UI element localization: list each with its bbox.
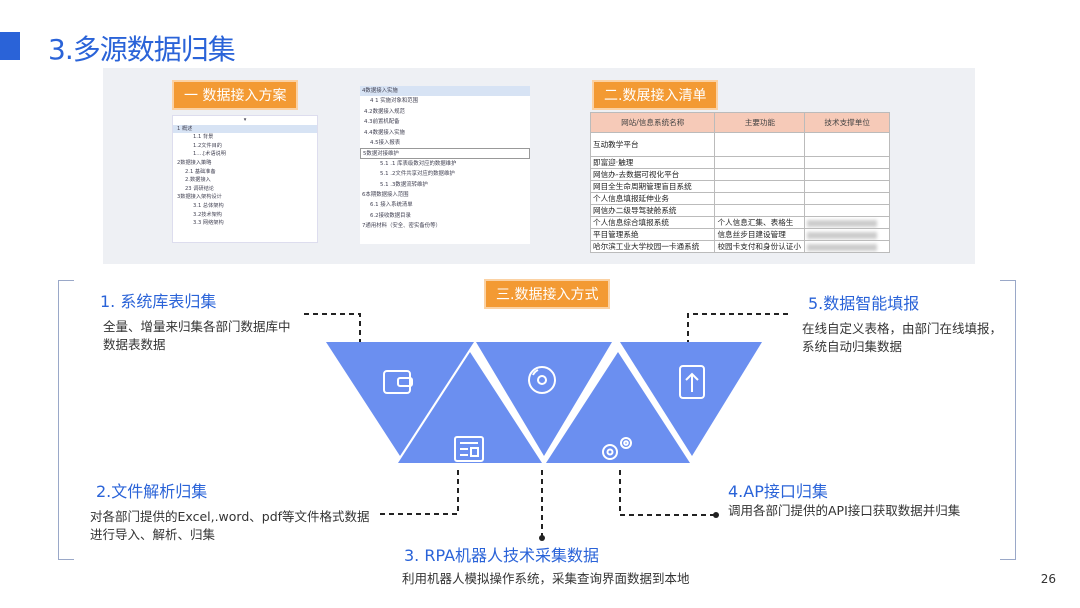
access-list-tag: 二.数展接入清单: [592, 80, 719, 110]
tree-row[interactable]: 6.2接收数据目录: [370, 212, 411, 219]
table-cell: 信息丝步目建设管理: [714, 228, 806, 241]
method-5-title: 5.数据智能填报: [808, 294, 920, 313]
tree-row[interactable]: 4.5接入报表: [370, 139, 401, 146]
method-4-title: 4.AP接口归集: [728, 482, 828, 501]
access-method-tag: 三.数据接入方式: [484, 279, 611, 309]
tree-row[interactable]: 3数据接入架构设计: [177, 194, 222, 201]
tree-row[interactable]: 4.3前置机配备: [364, 119, 400, 126]
table-cell: 校园卡支付和身份认证小: [714, 240, 806, 253]
wallet-icon: [383, 370, 413, 394]
upload-document-icon: [679, 365, 705, 399]
table-row: 网信办-去数据可视化平台: [589, 168, 890, 181]
method-1-desc: 全量、增量来归集各部门数据库中数据表数据: [103, 319, 291, 352]
page-title: 3.多源数据归集: [48, 33, 236, 66]
table-row: 平目管理系绝 信息丝步目建设管理: [589, 228, 890, 241]
tree-row[interactable]: 3.1 总体架构: [193, 202, 224, 209]
triangle-smart-fill: [620, 342, 762, 456]
tree-row[interactable]: 1.1 背景: [193, 134, 214, 141]
column-header: 技术支撑单位: [804, 112, 890, 133]
method-2-title: 2.文件解析归集: [96, 482, 208, 501]
table-cell: 哈尔滨工业大学校园一卡通系统: [589, 240, 716, 253]
tree-row[interactable]: 1.…[术语说明: [193, 151, 226, 158]
right-bracket: [1000, 280, 1016, 560]
tree-row[interactable]: 2.1 基础准备: [185, 168, 216, 175]
connector-line: [380, 470, 459, 515]
table-cell: 个人信息填报延伸业务: [589, 192, 716, 205]
tree-row[interactable]: 1 概述: [173, 124, 317, 134]
tree-row[interactable]: 23 调研结论: [185, 185, 214, 192]
tree-row[interactable]: 7通用材料（安全、密实备份等）: [362, 223, 441, 230]
plan-tree-view: ▾ 1 概述 1.1 背景 1.2文件目的 1.…[术语说明 2数据接入策略 2…: [172, 115, 318, 243]
tree-row[interactable]: 4 1 实施对象和范围: [370, 98, 419, 105]
tree-row[interactable]: 3.2技术架构: [193, 211, 222, 218]
connector-line: [687, 313, 790, 372]
table-cell: 个人信息汇集、表格生: [714, 216, 806, 229]
triangle-api: [546, 352, 690, 463]
implementation-tree-view: 4数据接入实施 4 1 实施对象和范围 4.2数据接入规范 4.3前置机配备 4…: [360, 86, 530, 244]
tree-row[interactable]: 5.1 .1 库表级数对应的数据维护: [380, 160, 457, 167]
table-cell: 平目管理系绝: [589, 228, 716, 241]
column-header: 网站/信息系统名称: [589, 112, 716, 133]
tree-row[interactable]: 5数据对接维护: [360, 148, 530, 159]
connector-dot: [539, 535, 545, 541]
method-3-title: 3. RPA机器人技术采集数据: [404, 546, 600, 565]
gears-icon: [602, 437, 632, 460]
method-5-desc: 在线自定义表格，由部门在线填报，系统自动归集数据: [802, 321, 1003, 354]
tree-row[interactable]: 3.3 网络架构: [193, 220, 224, 227]
tree-row[interactable]: 4.4数据接入实施: [364, 129, 405, 136]
method-4-desc: 调用各部门提供的API接口获取数据并归集: [728, 503, 961, 518]
method-3-desc: 利用机器人模拟操作系统，采集查询界面数据到本地: [402, 571, 690, 586]
table-row: 即富迎·触理: [589, 156, 890, 169]
connector-line: [619, 470, 714, 516]
table-cell: 个人信息综合填报系统: [589, 216, 716, 229]
table-row: 网目全生命周期管理盲目系统: [589, 180, 890, 193]
disc-icon: [528, 366, 556, 394]
left-bracket: [58, 280, 74, 560]
tree-row[interactable]: 4数据接入实施: [360, 86, 530, 97]
tree-row[interactable]: 2.数据接入: [185, 177, 211, 184]
tree-row[interactable]: 5.1 .2文件共享对应的数据维护: [380, 171, 455, 178]
table-row: 互动教学平台: [589, 132, 890, 157]
table-cell: 网信办-去数据可视化平台: [589, 168, 716, 181]
tree-row[interactable]: 6本期数据接入范围: [362, 191, 409, 198]
newspaper-icon: [454, 436, 484, 462]
tree-header: ▾: [243, 117, 247, 123]
title-marker: [0, 32, 20, 60]
tree-row[interactable]: 4.2数据接入规范: [364, 108, 405, 115]
table-cell: 即富迎·触理: [589, 156, 716, 169]
method-2-desc: 对各部门提供的Excel,.word、pdf等文件格式数据进行导入、解析、归集: [90, 509, 370, 542]
triangle-rpa-top: [476, 342, 612, 456]
table-cell: 网目全生命周期管理盲目系统: [589, 180, 716, 193]
table-cell: 网信办二级导驾驶舱系统: [589, 204, 716, 217]
tree-row[interactable]: 6.1 接入系统清单: [370, 202, 413, 209]
column-header: 主要功能: [714, 112, 806, 133]
blurred-content: [807, 219, 878, 227]
page-number: 26: [1040, 572, 1056, 586]
table-row: 个人信息填报延伸业务: [589, 192, 890, 205]
connector-dot: [713, 512, 719, 518]
triangle-system-db: [326, 342, 474, 456]
tree-row[interactable]: 1.2文件目的: [193, 142, 222, 149]
blurred-content: [807, 231, 878, 239]
blurred-content: [807, 243, 878, 251]
access-list-table: 网站/信息系统名称 主要功能 技术支撑单位 互动教学平台 即富迎·触理 网信办-…: [589, 112, 890, 253]
triangle-file-parse: [398, 352, 542, 463]
table-row: 网信办二级导驾驶舱系统: [589, 204, 890, 217]
tree-row[interactable]: 5.1 .3数据流转维护: [380, 181, 428, 188]
table-cell: 互动教学平台: [589, 132, 716, 157]
data-access-plan-tag: 一 数据接入方案: [172, 80, 299, 110]
table-row: 个人信息综合填报系统 个人信息汇集、表格生: [589, 216, 890, 229]
connector-line: [304, 313, 361, 372]
table-row: 哈尔滨工业大学校园一卡通系统 校园卡支付和身份认证小: [589, 240, 890, 253]
method-1-title: 1. 系统库表归集: [100, 292, 217, 311]
tree-row[interactable]: 2数据接入策略: [177, 159, 212, 166]
table-header-row: 网站/信息系统名称 主要功能 技术支撑单位: [589, 112, 890, 133]
